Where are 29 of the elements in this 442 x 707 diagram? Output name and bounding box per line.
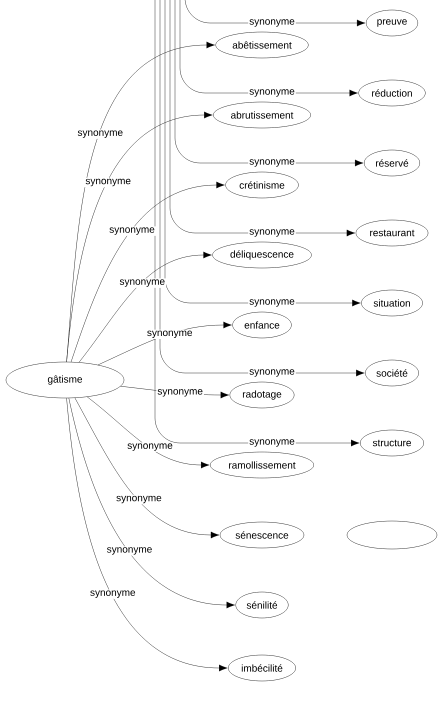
edge-label: synonyme [110, 227, 154, 235]
arrow [170, 0, 356, 236]
edge-label: synonyme [248, 88, 296, 98]
edge-label: synonyme [248, 298, 296, 308]
edge-label: synonyme [248, 368, 296, 378]
edge-label: synonyme [248, 158, 296, 168]
edge-label: synonyme [248, 228, 296, 238]
edge-label: synonyme [78, 130, 123, 138]
arrow [66, 398, 228, 672]
edge-label: synonyme [147, 330, 192, 338]
edge-label: synonyme [120, 279, 165, 287]
edge-label: synonyme [248, 438, 296, 448]
edge-label: synonyme [158, 389, 202, 397]
arrow [160, 0, 365, 376]
arrow [70, 182, 225, 362]
edge-label: synonyme [128, 443, 172, 451]
edge-label: synonyme [116, 496, 162, 504]
edge-label: synonyme [106, 547, 152, 555]
arrow [68, 398, 235, 608]
arrow [164, 0, 361, 306]
edge-label: synonyme [86, 178, 131, 186]
arrow [154, 0, 360, 446]
arrow [66, 112, 213, 362]
arrow [74, 398, 220, 538]
empty-ellipse [346, 520, 438, 550]
arrow [78, 252, 212, 363]
edge-label: synonyme [248, 18, 296, 28]
arrow [87, 396, 210, 468]
edge-label: synonyme [90, 590, 136, 598]
